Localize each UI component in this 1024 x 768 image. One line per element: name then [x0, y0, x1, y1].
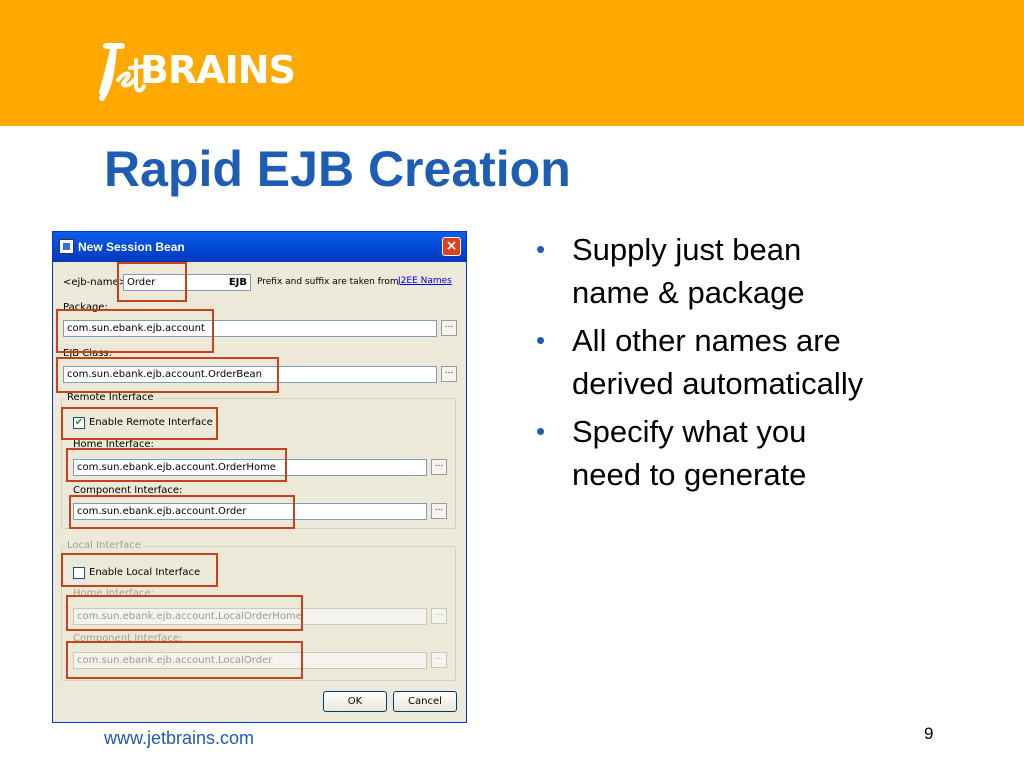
local-component-browse-button: ...	[431, 652, 447, 668]
enable-remote-checkbox[interactable]: ✔	[73, 417, 85, 429]
remote-home-label: Home Interface:	[73, 439, 154, 450]
j2ee-names-link[interactable]: J2EE Names	[398, 276, 452, 286]
brand-logo-text: BRAINS	[140, 48, 296, 92]
header-band	[0, 0, 1024, 126]
enable-local-label[interactable]: Enable Local Interface	[89, 567, 201, 578]
jetbrains-logo-icon	[99, 43, 148, 101]
remote-home-browse-button[interactable]: ...	[431, 459, 447, 475]
highlight-box-local-home	[66, 595, 303, 631]
local-component-label: Component Interface:	[73, 633, 183, 644]
highlight-box-package	[56, 309, 214, 353]
ejb-name-label: <ejb-name>:	[63, 277, 131, 288]
highlight-box-enable-local	[61, 553, 218, 587]
ejb-class-browse-button[interactable]: ...	[441, 366, 457, 382]
local-home-label: Home Interface:	[73, 588, 154, 599]
local-interface-group	[61, 546, 456, 681]
local-component-field: com.sun.ebank.ejb.account.LocalOrder	[73, 652, 427, 669]
local-home-browse-button: ...	[431, 608, 447, 624]
package-field[interactable]: com.sun.ebank.ejb.account	[63, 320, 437, 337]
remote-interface-group-title: Remote Interface	[65, 392, 156, 403]
package-label: Package:	[63, 302, 108, 313]
bullet-text: Supply just bean name & package	[572, 232, 805, 310]
remote-component-field[interactable]: com.sun.ebank.ejb.account.Order	[73, 503, 427, 520]
remote-component-browse-button[interactable]: ...	[431, 503, 447, 519]
ejb-class-field[interactable]: com.sun.ebank.ejb.account.OrderBean	[63, 366, 437, 383]
prefix-note: Prefix and suffix are taken from	[257, 277, 399, 287]
cancel-button[interactable]: Cancel	[393, 691, 457, 712]
bullet-dot-icon: •	[536, 416, 546, 446]
dialog-titlebar[interactable]: New Session Bean ×	[53, 232, 466, 262]
ejb-name-value: Order	[127, 277, 156, 288]
highlight-box-remote-home	[66, 448, 287, 482]
highlight-box-ejb-class	[56, 357, 279, 393]
highlight-box-remote-component	[69, 495, 295, 529]
footer-url[interactable]: www.jetbrains.com	[104, 728, 255, 748]
bullet-dot-icon: •	[536, 325, 546, 355]
bullet-text: Specify what you need to generate	[572, 414, 807, 492]
local-interface-group-title: Local Interface	[65, 540, 143, 551]
highlight-box-ejb-name	[117, 262, 187, 302]
bullet-item: • All other names are derived automatical…	[534, 319, 994, 405]
bullet-item: • Supply just bean name & package	[534, 228, 994, 314]
dialog-title: New Session Bean	[78, 240, 185, 254]
bullet-item: • Specify what you need to generate	[534, 410, 994, 496]
enable-remote-label[interactable]: Enable Remote Interface	[89, 417, 213, 428]
local-home-field: com.sun.ebank.ejb.account.LocalOrderHome	[73, 608, 427, 625]
ejb-suffix: EJB	[228, 277, 247, 288]
ejb-name-field[interactable]: Order EJB	[123, 274, 251, 291]
package-browse-button[interactable]: ...	[441, 320, 457, 336]
close-icon[interactable]: ×	[442, 237, 461, 256]
app-icon	[59, 239, 74, 254]
bullet-list: • Supply just bean name & package • All ot…	[534, 228, 994, 501]
remote-component-label: Component Interface:	[73, 485, 183, 496]
bullet-dot-icon: •	[536, 234, 546, 264]
slide-title: Rapid EJB Creation	[104, 141, 571, 197]
highlight-box-local-component	[66, 641, 303, 679]
page-number: 9	[924, 724, 934, 743]
enable-local-checkbox[interactable]	[73, 567, 85, 579]
highlight-box-enable-remote	[61, 407, 218, 440]
ejb-class-label: EJB Class:	[63, 348, 112, 359]
remote-home-field[interactable]: com.sun.ebank.ejb.account.OrderHome	[73, 459, 427, 476]
ok-button[interactable]: OK	[323, 691, 387, 712]
bullet-text: All other names are derived automaticall…	[572, 323, 864, 401]
